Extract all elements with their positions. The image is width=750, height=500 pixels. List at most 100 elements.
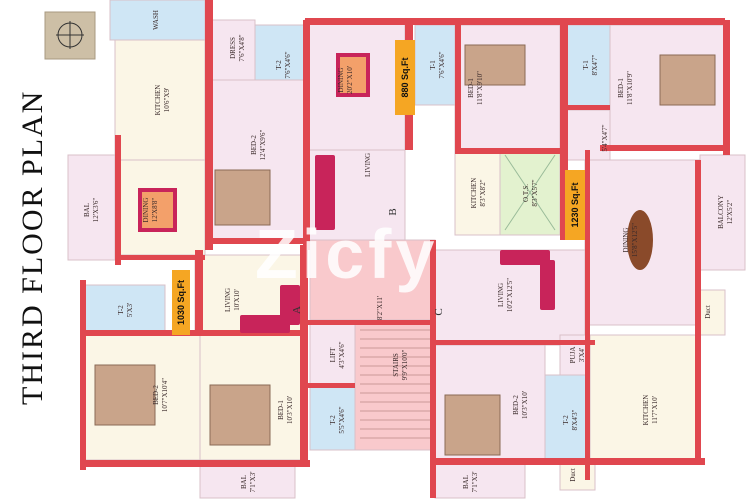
wall (195, 250, 203, 335)
room-name: BALCONY (717, 195, 725, 229)
area-badge (395, 40, 415, 115)
room-size: 8'X4'7" (591, 54, 599, 75)
room-size: 7'6"X4'8" (238, 34, 246, 61)
room-29 (544, 374, 591, 461)
room-size: 12'X8'8" (151, 198, 159, 223)
sofa-furniture (500, 250, 550, 265)
room-size: 15'8"X12'5" (631, 223, 639, 257)
room-name: BED-2 (250, 135, 258, 155)
bed-furniture (659, 54, 716, 106)
room-size: 8'2"X11' (376, 296, 384, 320)
room-size: 5'X3' (126, 303, 134, 318)
room-label-8: LIVING (364, 153, 372, 177)
wall (585, 150, 590, 480)
bed-furniture (214, 169, 271, 226)
room-20 (84, 284, 166, 336)
room-name: BAL (240, 475, 248, 489)
wall (115, 135, 121, 265)
room-name: T-1 (582, 60, 590, 70)
room-size: 20'2"X10' (346, 66, 354, 94)
room-name: T-2 (117, 305, 125, 315)
wall (85, 330, 305, 336)
wall (205, 0, 213, 250)
room-name: DRESS (229, 37, 237, 59)
room-name: DINING (142, 198, 150, 223)
room-name: Duct (569, 468, 577, 482)
wall (208, 238, 308, 244)
area-badge-text: 1230 Sq.Ft (570, 182, 580, 227)
room-size: 11'7"X10' (651, 396, 659, 424)
room-size: 7'6"X4'6" (284, 51, 292, 78)
room-size: 5'4"X4'7" (601, 124, 609, 151)
room-label-18: 8'2"X11' (376, 296, 384, 320)
room-size: 10'2"X12'5" (506, 278, 514, 312)
dining-table-furniture (138, 188, 177, 232)
room-11 (454, 149, 501, 236)
sofa-furniture (240, 315, 290, 333)
room-size: 10'7"X10'4" (161, 378, 169, 412)
wall (80, 280, 86, 470)
room-name: DINING (622, 228, 630, 253)
room-name: KITCHEN (642, 395, 650, 426)
area-badge (172, 270, 190, 335)
room-name: STAIRS (392, 353, 400, 377)
room-name: O.T.S. (522, 184, 530, 202)
wall (115, 255, 205, 260)
room-name: BED-1 (617, 78, 625, 98)
wall (430, 240, 436, 498)
room-size: 5'5"X4'6" (338, 406, 346, 433)
room-name: BAL (462, 475, 470, 489)
room-size: 12'X3'6" (92, 198, 100, 223)
room-name: Duct (704, 305, 712, 319)
room-label-14: 5'4"X4'7" (601, 124, 609, 151)
room-label-12: O.T.S.8'3"X5'7" (522, 179, 539, 206)
wall (430, 458, 705, 465)
room-name: BED-2 (152, 385, 160, 405)
room-size: 4'3"X4'6" (338, 341, 346, 368)
room-name: T-2 (562, 415, 570, 425)
room-name: WASH (152, 10, 160, 30)
room-size: 10'X10' (233, 289, 241, 311)
room-size: 8'3"X8'2" (479, 179, 487, 206)
wall (305, 320, 435, 325)
wall (695, 160, 701, 460)
room-size: 10'3"X10' (521, 391, 529, 419)
room-size: 11'8"X10'9" (626, 71, 634, 105)
bed-furniture (464, 44, 526, 86)
room-name: PUJA (569, 347, 577, 364)
area-badge-text: 880 Sq.Ft (400, 57, 410, 97)
room-name: LIFT (329, 347, 337, 363)
section-marker: C (433, 308, 445, 315)
room-name: DINING (337, 68, 345, 93)
room-size: 9'9"X10'0" (401, 349, 409, 380)
room-32 (434, 459, 526, 499)
wall (303, 20, 310, 250)
room-23 (309, 319, 356, 386)
sofa-furniture (540, 260, 555, 310)
wall (305, 18, 725, 25)
wall (300, 245, 308, 465)
room-label-34: Duct (569, 468, 577, 482)
dining-table-furniture (627, 210, 653, 270)
room-name: KITCHEN (154, 85, 162, 116)
bed-furniture (209, 384, 271, 446)
